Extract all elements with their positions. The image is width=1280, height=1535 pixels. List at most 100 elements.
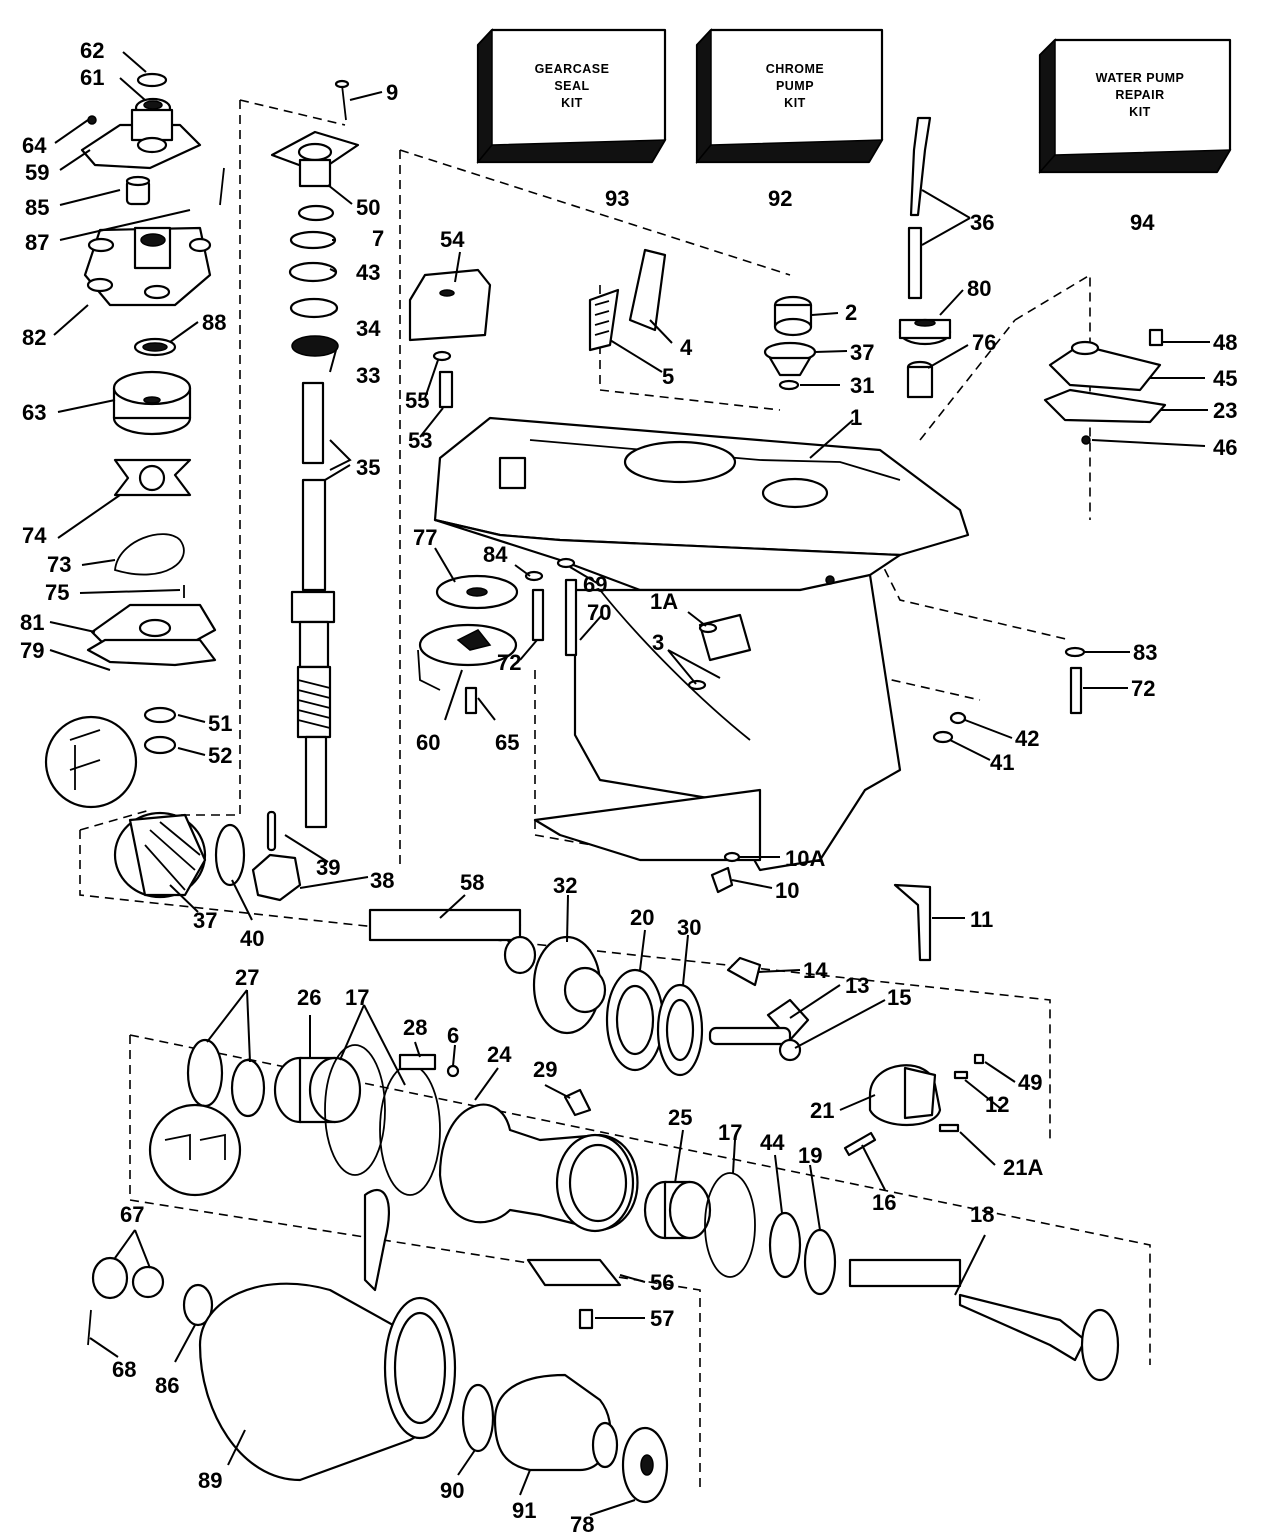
bearing-housing-parts [148,1038,1120,1382]
callout-45: 45 [1213,366,1237,391]
callout-20: 20 [630,905,654,930]
callout-14: 14 [803,958,828,983]
callout-7: 7 [372,226,384,251]
callout-56: 56 [650,1270,674,1295]
callout-78: 78 [570,1512,594,1535]
gearcase-seal-kit-label-1: GEARCASE [535,62,610,76]
callout-21A: 21A [1003,1155,1043,1180]
callout-88: 88 [202,310,226,335]
callout-39: 39 [316,855,340,880]
callout-24: 24 [487,1042,512,1067]
callout-64: 64 [22,133,47,158]
callout-52: 52 [208,743,232,768]
callout-59: 59 [25,160,49,185]
callout-81: 81 [20,610,44,635]
callout-92: 92 [768,186,792,211]
callout-49: 49 [1018,1070,1042,1095]
callout-79: 79 [20,638,44,663]
callout-94: 94 [1130,210,1155,235]
callout-2: 2 [845,300,857,325]
callout-26: 26 [297,985,321,1010]
callout-90: 90 [440,1478,464,1503]
callout-23: 23 [1213,398,1237,423]
driveshaft-parts [251,79,360,902]
callout-69: 69 [583,572,607,597]
callout-57: 57 [650,1306,674,1331]
chrome-pump-kit-label-1: CHROME [766,62,825,76]
chrome-pump-kit-box: CHROME PUMP KIT [695,28,884,165]
callout-10A: 10A [785,846,825,871]
water-pump-repair-kit-box: WATER PUMP REPAIR KIT [1038,38,1232,174]
water-pump-kit-label-3: KIT [1129,105,1151,119]
gearcase-housing [433,416,970,872]
callout-11: 11 [970,907,993,932]
callout-30: 30 [677,915,701,940]
callout-61: 61 [80,65,104,90]
callout-32: 32 [553,873,577,898]
propeller-parts [87,1188,669,1504]
callout-36: 36 [970,210,994,235]
gearcase-seal-kit-label-2: SEAL [554,79,589,93]
callout-18: 18 [970,1202,994,1227]
callout-51: 51 [208,711,232,736]
callout-21: 21 [810,1098,834,1123]
callout-34: 34 [356,316,381,341]
callout-75: 75 [45,580,69,605]
callout-63: 63 [22,400,46,425]
callout-72-mid: 72 [497,650,521,675]
callout-85: 85 [25,195,49,220]
callout-31: 31 [850,373,874,398]
water-pump-kit-label-2: REPAIR [1115,88,1164,102]
callout-74: 74 [22,523,47,548]
callout-19: 19 [798,1143,822,1168]
callout-48: 48 [1213,330,1237,355]
callout-55: 55 [405,388,429,413]
callout-60: 60 [416,730,440,755]
callout-68: 68 [112,1357,136,1382]
callout-6: 6 [447,1023,459,1048]
callout-15: 15 [887,985,911,1010]
callout-17-left: 17 [345,985,369,1010]
callout-3: 3 [652,630,664,655]
callout-28: 28 [403,1015,427,1040]
callout-89: 89 [198,1468,222,1493]
callout-80: 80 [967,276,991,301]
chrome-pump-kit-label-3: KIT [784,96,806,110]
callout-62: 62 [80,38,104,63]
callout-1: 1 [850,405,862,430]
shift-rod-parts [898,116,1167,445]
callout-12: 12 [985,1092,1009,1117]
callout-41: 41 [990,750,1014,775]
callout-29: 29 [533,1057,557,1082]
mid-parts [417,557,1086,894]
callout-44: 44 [760,1130,785,1155]
callout-25: 25 [668,1105,692,1130]
callout-87: 87 [25,230,49,255]
leader-lines [49,51,1210,1516]
callout-40: 40 [240,926,264,951]
callout-numbers: 62 61 64 59 85 87 82 88 63 74 73 75 81 7… [20,38,1237,1535]
callout-86: 86 [155,1373,179,1398]
callout-35: 35 [356,455,380,480]
callout-93: 93 [605,186,629,211]
callout-72-right: 72 [1131,676,1155,701]
callout-50: 50 [356,195,380,220]
callout-58: 58 [460,870,484,895]
callout-16: 16 [872,1190,896,1215]
callout-27: 27 [235,965,259,990]
gearcase-seal-kit-label-3: KIT [561,96,583,110]
callout-38: 38 [370,868,394,893]
callout-73: 73 [47,552,71,577]
callout-13: 13 [845,973,869,998]
housing-small-parts [408,248,817,409]
callout-91: 91 [512,1498,536,1523]
callout-37-top: 37 [850,340,874,365]
callout-82: 82 [22,325,46,350]
callout-54: 54 [440,227,465,252]
group-boundaries [79,99,1151,1490]
callout-37-bottom: 37 [193,908,217,933]
callout-4: 4 [680,335,693,360]
callout-65: 65 [495,730,519,755]
water-pump-parts [44,72,225,809]
